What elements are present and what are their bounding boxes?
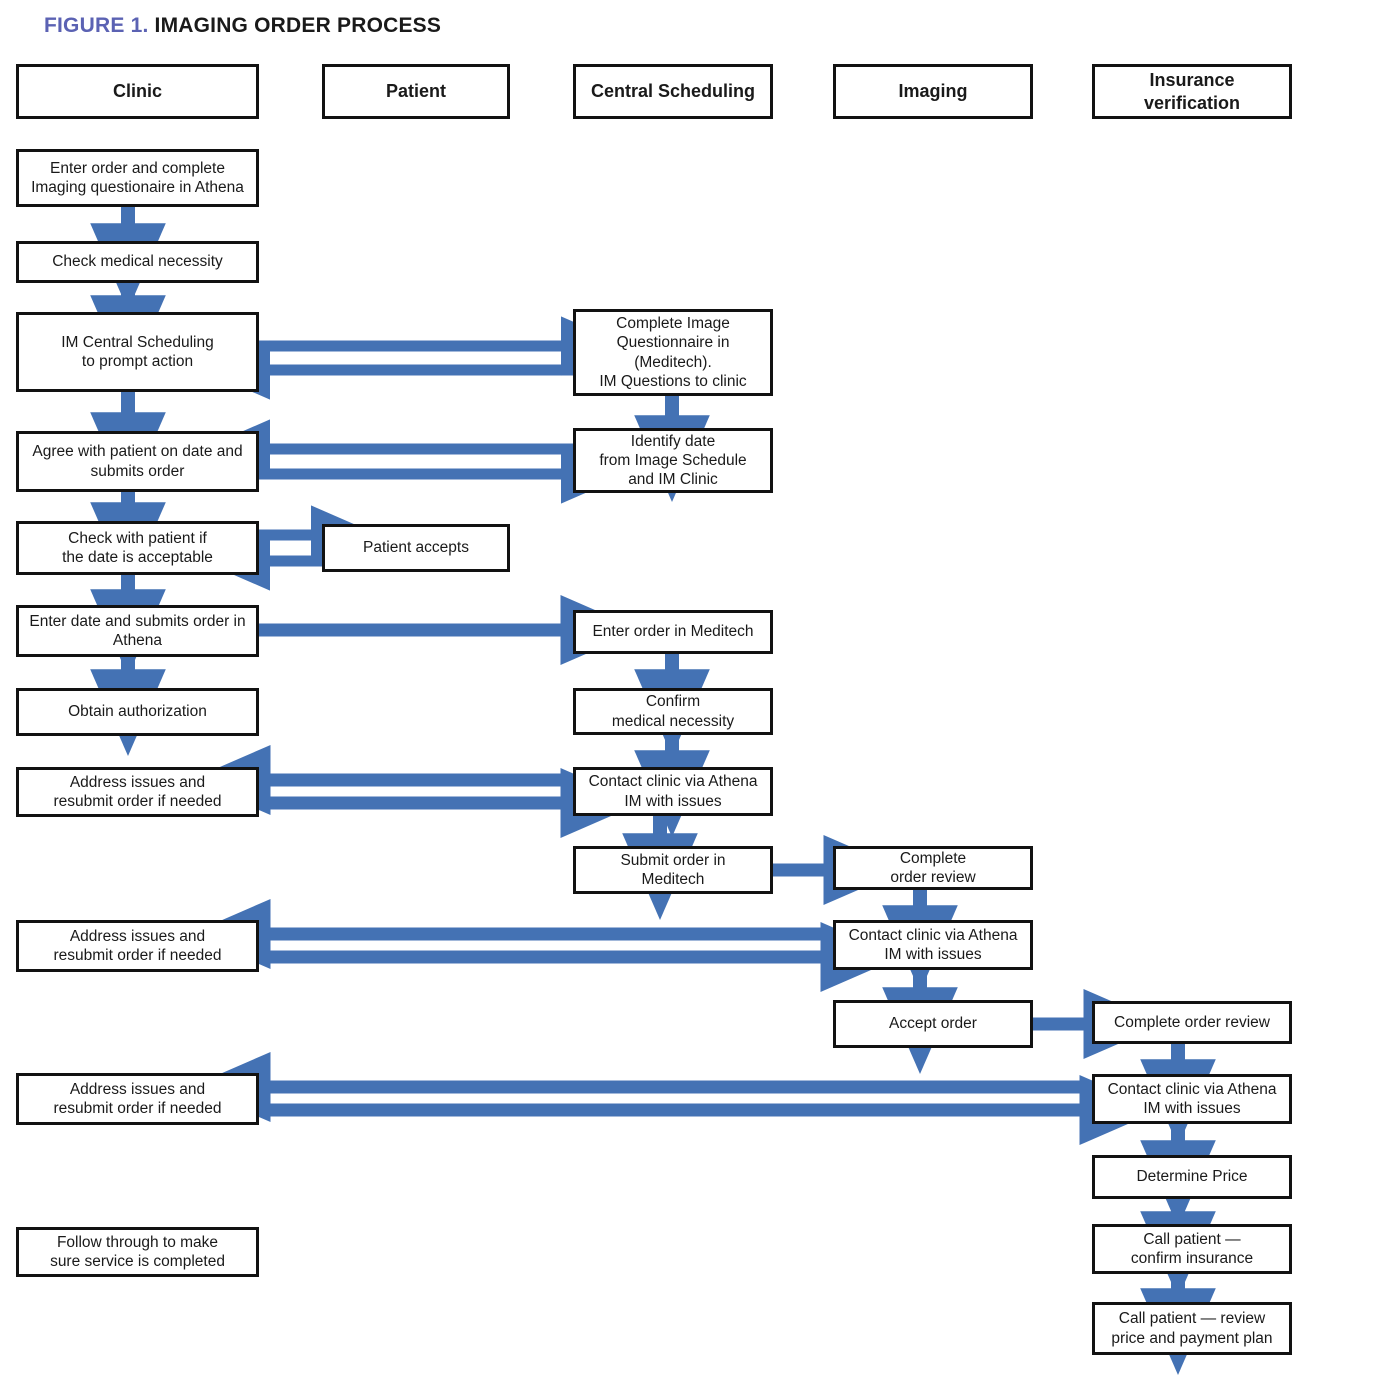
node-check-medical-necessity: Check medical necessity (16, 241, 259, 283)
swimlane-header-imaging: Imaging (833, 64, 1033, 119)
node-call-patient-review-price: Call patient — review price and payment … (1092, 1302, 1292, 1355)
node-complete-order-review-insurance: Complete order review (1092, 1001, 1292, 1044)
node-submit-order-meditech: Submit order in Meditech (573, 846, 773, 894)
node-address-issues-1: Address issues and resubmit order if nee… (16, 767, 259, 817)
swimlane-header-insurance-verification: Insurance verification (1092, 64, 1292, 119)
figure-label: FIGURE 1. (44, 14, 149, 37)
node-follow-through: Follow through to make sure service is c… (16, 1227, 259, 1277)
node-complete-order-review-imaging: Complete order review (833, 846, 1033, 890)
node-cs-contact-clinic-athena: Contact clinic via Athena IM with issues (573, 767, 773, 816)
node-obtain-authorization: Obtain authorization (16, 688, 259, 736)
node-address-issues-2: Address issues and resubmit order if nee… (16, 920, 259, 972)
swimlane-header-clinic: Clinic (16, 64, 259, 119)
node-enter-order-meditech: Enter order in Meditech (573, 610, 773, 654)
node-accept-order: Accept order (833, 1000, 1033, 1048)
node-complete-image-questionnaire: Complete Image Questionnaire in (Meditec… (573, 309, 773, 396)
node-agree-with-patient-date: Agree with patient on date and submits o… (16, 431, 259, 492)
node-imaging-contact-clinic-athena: Contact clinic via Athena IM with issues (833, 920, 1033, 970)
swimlane-header-patient: Patient (322, 64, 510, 119)
node-determine-price: Determine Price (1092, 1155, 1292, 1199)
figure-title: FIGURE 1. IMAGING ORDER PROCESS (44, 14, 441, 38)
node-im-central-scheduling-prompt: IM Central Scheduling to prompt action (16, 312, 259, 392)
node-check-with-patient-date: Check with patient if the date is accept… (16, 521, 259, 575)
node-call-patient-confirm-insurance: Call patient — confirm insurance (1092, 1224, 1292, 1274)
node-enter-order-questionnaire: Enter order and complete Imaging questio… (16, 149, 259, 207)
node-identify-date: Identify date from Image Schedule and IM… (573, 428, 773, 493)
node-enter-date-submits-order: Enter date and submits order in Athena (16, 605, 259, 657)
node-patient-accepts: Patient accepts (322, 524, 510, 572)
swimlane-header-central-scheduling: Central Scheduling (573, 64, 773, 119)
figure-title-text: IMAGING ORDER PROCESS (154, 14, 442, 37)
node-address-issues-3: Address issues and resubmit order if nee… (16, 1073, 259, 1125)
node-confirm-medical-necessity: Confirm medical necessity (573, 688, 773, 735)
node-insurance-contact-clinic-athena: Contact clinic via Athena IM with issues (1092, 1074, 1292, 1124)
